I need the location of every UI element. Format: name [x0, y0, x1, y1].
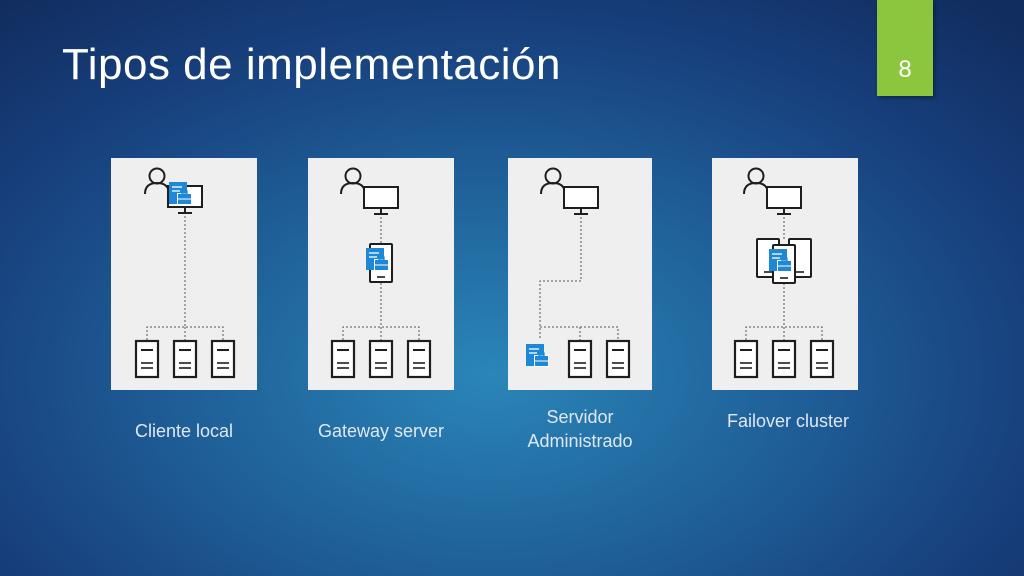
panel-label-servidor-administrado: Servidor Administrado [496, 405, 664, 453]
server-icon [809, 339, 835, 379]
panel-cliente-local [111, 158, 257, 390]
server-icon [406, 339, 432, 379]
slide-number: 8 [898, 56, 912, 83]
connection-lines [745, 213, 823, 340]
label-line: Servidor [546, 407, 614, 427]
server-icon [210, 339, 236, 379]
label-line: Failover cluster [726, 411, 850, 431]
server-icon [368, 339, 394, 379]
panel-servidor-administrado [508, 158, 652, 390]
server-icon [605, 339, 631, 379]
label-line: Gateway server [317, 421, 445, 441]
label-line: Cliente local [134, 421, 234, 441]
panel-label-failover-cluster: Failover cluster [700, 409, 876, 433]
slide-number-badge: 8 [877, 0, 933, 96]
connection-lines [146, 212, 224, 340]
server-icon [733, 339, 759, 379]
panel-label-cliente-local: Cliente local [100, 419, 268, 443]
server-icon [330, 339, 356, 379]
slide-title: Tipos de implementación [62, 40, 562, 89]
connection-lines [342, 213, 420, 340]
server-icon [771, 339, 797, 379]
server-icon [172, 339, 198, 379]
server-icon [134, 339, 160, 379]
panel-failover-cluster [712, 158, 858, 390]
connection-lines [539, 213, 619, 340]
server-icon [567, 339, 593, 379]
panel-label-gateway-server: Gateway server [296, 419, 466, 443]
label-line: Administrado [527, 431, 633, 451]
panel-gateway-server [308, 158, 454, 390]
